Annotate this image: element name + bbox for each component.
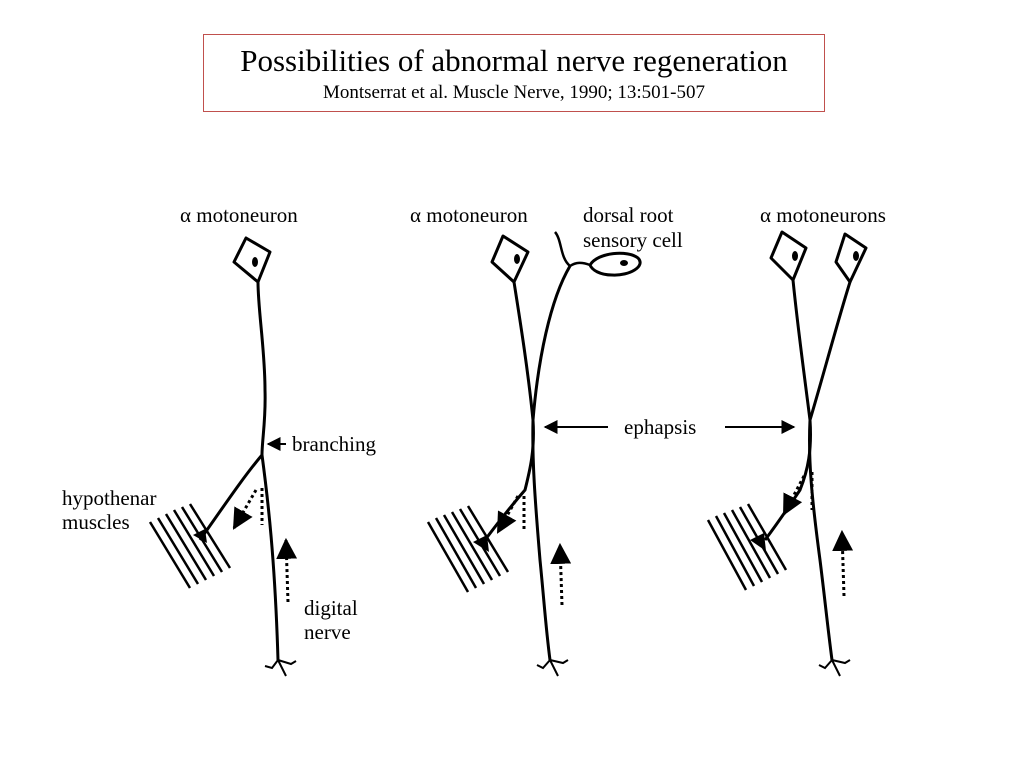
motoneuron-nucleus	[514, 254, 520, 264]
nerve-ending	[818, 659, 851, 677]
motoneuron-nucleus-right	[853, 251, 859, 261]
ephapsis-label: ephapsis	[624, 415, 697, 439]
dorsal-root-label-line2: sensory cell	[583, 228, 683, 252]
motoneuron-soma-right	[834, 232, 868, 284]
sensory-axon	[531, 265, 572, 661]
hypothenar-muscle	[148, 503, 232, 589]
title-box: Possibilities of abnormal nerve regenera…	[203, 34, 825, 112]
nerve-ending	[264, 659, 297, 677]
motoneuron-soma	[232, 236, 272, 284]
dotted-arrow-to-muscle	[782, 475, 806, 516]
panel-branching	[148, 236, 298, 677]
motor-axon-left	[763, 279, 812, 541]
motoneuron-soma-left	[769, 230, 808, 282]
motor-axon-right	[807, 281, 852, 661]
motor-axon	[483, 281, 535, 541]
panel3-motoneurons-label: α motoneurons	[760, 203, 886, 227]
dotted-arrow-to-muscle	[496, 495, 520, 534]
dorsal-root-label-line1: dorsal root	[583, 203, 674, 227]
hypothenar-label-line2: muscles	[62, 510, 130, 534]
motoneuron-nucleus-left	[792, 251, 798, 261]
digital-nerve-label-line2: nerve	[304, 620, 351, 644]
motor-axon	[256, 281, 267, 456]
muscle-branch	[198, 454, 264, 541]
hypothenar-muscle	[706, 503, 788, 591]
sensory-nucleus	[620, 260, 628, 266]
hypothenar-muscle	[426, 505, 510, 593]
dotted-arrow-up	[832, 529, 854, 597]
digital-nerve-label-line1: digital	[304, 596, 358, 620]
sensory-cell-body	[588, 251, 642, 277]
panel-sensory-ephapsis	[426, 231, 642, 677]
motoneuron-nucleus	[252, 257, 258, 267]
panel2-motoneuron-label: α motoneuron	[410, 203, 528, 227]
diagram-citation: Montserrat et al. Muscle Nerve, 1990; 13…	[322, 82, 706, 103]
branching-label: branching	[292, 432, 376, 456]
dotted-arrow-to-muscle	[232, 489, 258, 530]
panel1-motoneuron-label: α motoneuron	[180, 203, 298, 227]
hypothenar-label-line1: hypothenar	[62, 486, 157, 510]
diagram-title: Possibilities of abnormal nerve regenera…	[240, 43, 788, 78]
motoneuron-soma	[490, 234, 530, 284]
dotted-arrow-up	[276, 537, 298, 603]
nerve-ending	[536, 659, 569, 677]
panel-motor-ephapsis	[706, 230, 868, 677]
digital-nerve	[260, 454, 280, 661]
dotted-arrow-up	[550, 542, 572, 606]
